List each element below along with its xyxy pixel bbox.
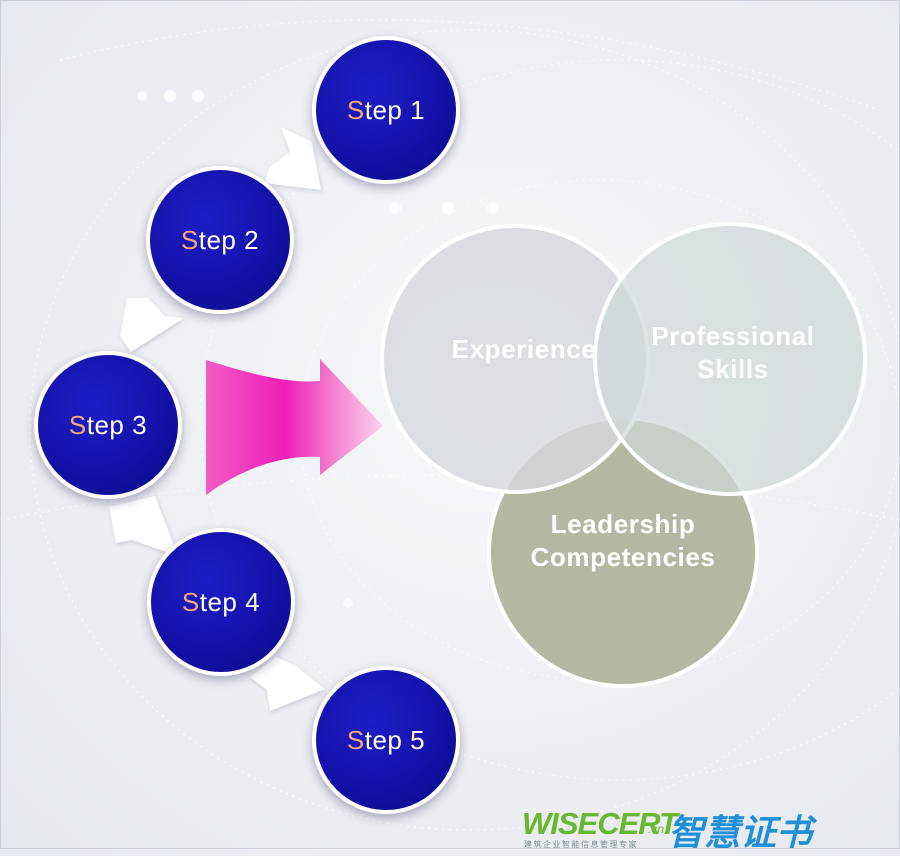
- step-4-label: tep 4: [199, 586, 261, 617]
- step-1-initial: S: [346, 94, 365, 125]
- leadership-competencies-label: Leadership Competencies: [530, 509, 716, 572]
- step-2-circle: Step 2: [146, 166, 294, 314]
- logo-tagline: 建筑企业智能信息管理专家: [524, 840, 638, 849]
- logo-suffix: .cn: [648, 822, 665, 836]
- step-4-initial: S: [181, 586, 200, 617]
- arrow-step2-to-step3: [120, 298, 184, 352]
- step-4-circle: Step 4: [147, 528, 295, 676]
- wisecert-logo: WISECERT .cn 智慧证书 建筑企业智能信息管理专家: [522, 804, 822, 853]
- step-1-circle: Step 1: [312, 36, 460, 184]
- big-pink-arrow: [206, 359, 383, 495]
- arrow-step1-to-step2: [264, 127, 321, 190]
- step-3-circle: Step 3: [34, 351, 182, 499]
- step-5-initial: S: [346, 724, 365, 755]
- experience-label: Experience: [451, 333, 597, 364]
- logo-brand: WISECERT: [522, 806, 678, 841]
- step-5-label: tep 5: [364, 724, 426, 755]
- arrow-step4-to-step5: [250, 657, 325, 711]
- arrow-step3-to-step4: [109, 496, 178, 556]
- step-1-label: tep 1: [364, 94, 426, 125]
- step-3-label: tep 3: [86, 409, 148, 440]
- step-2-label: tep 2: [198, 224, 260, 255]
- step-2-initial: S: [180, 224, 199, 255]
- venn-circle-professional-skills: Professional Skills: [593, 222, 867, 496]
- logo-cjk: 智慧证书: [668, 812, 813, 853]
- step-3-initial: S: [68, 409, 87, 440]
- professional-skills-label: Professional Skills: [651, 321, 815, 384]
- step-5-circle: Step 5: [312, 666, 460, 814]
